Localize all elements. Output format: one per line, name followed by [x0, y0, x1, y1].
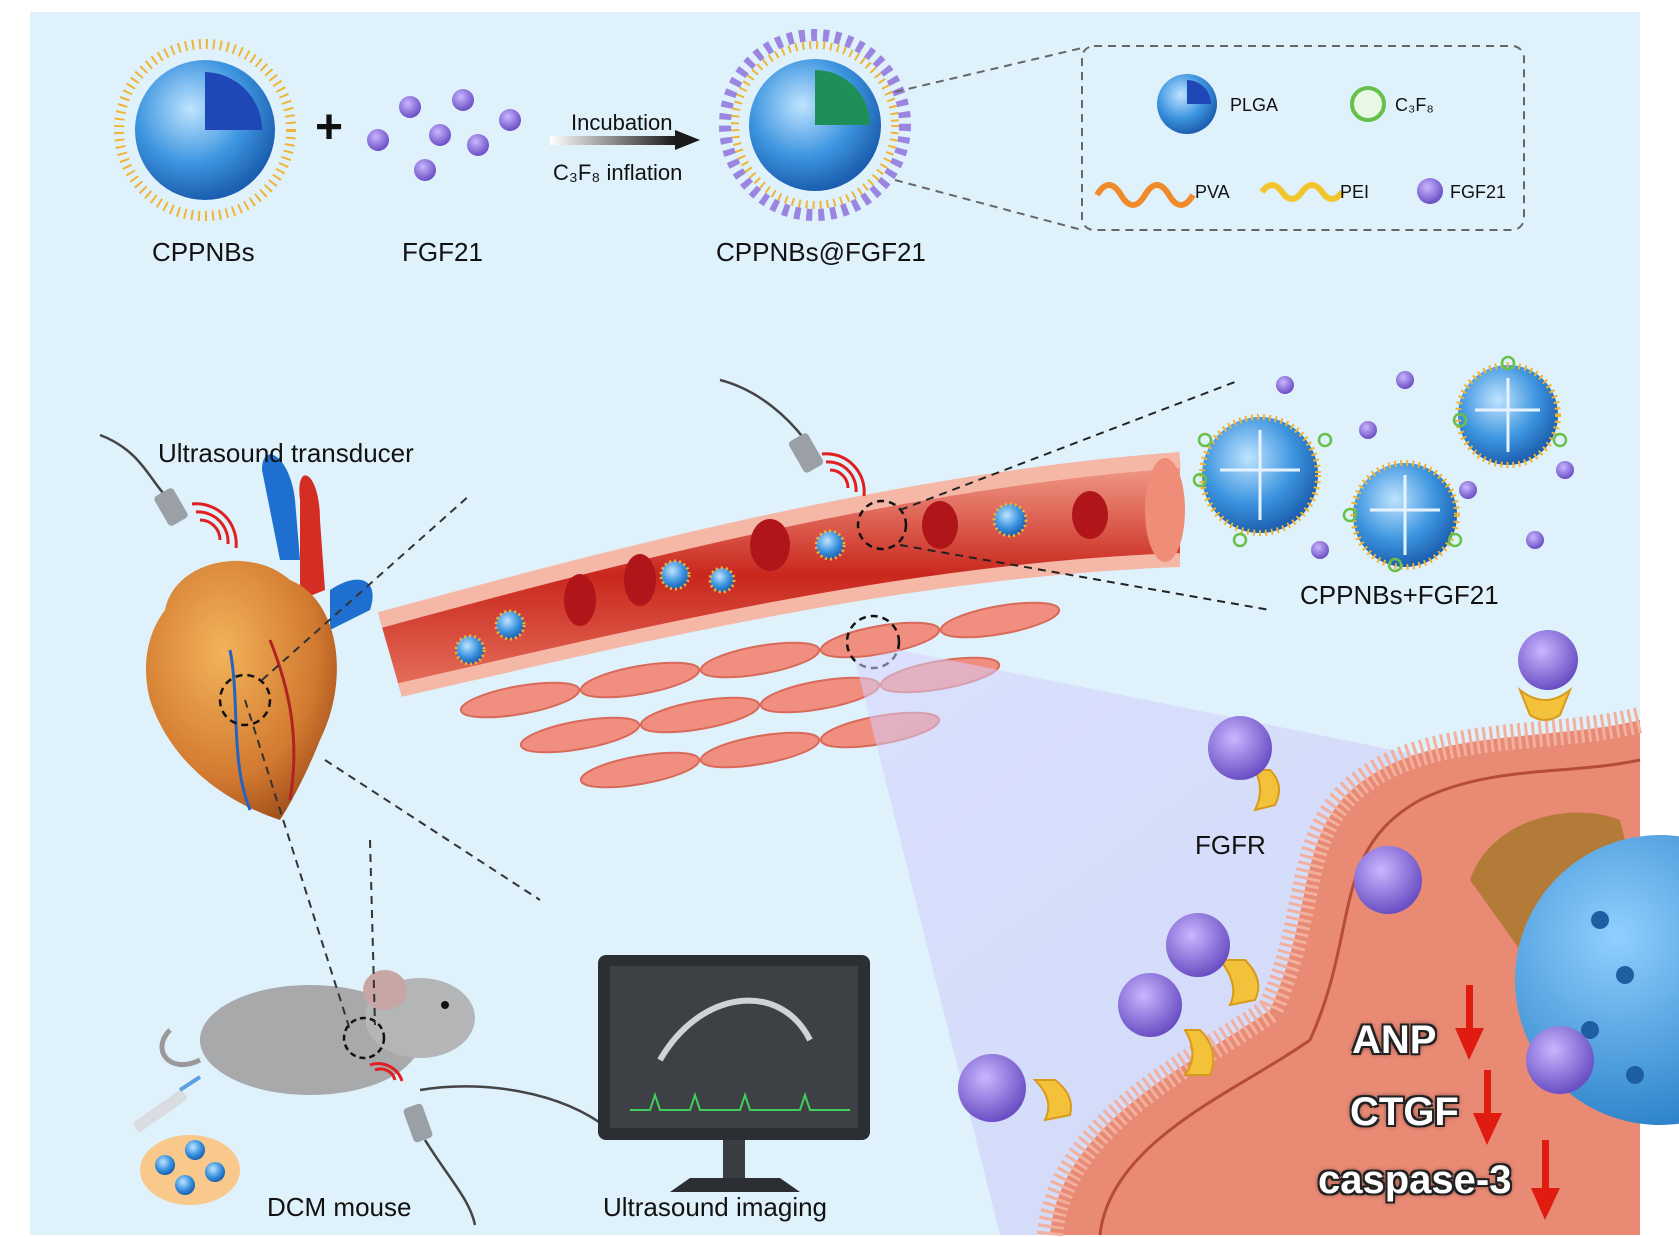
marker-anp: ANP	[1352, 1018, 1437, 1062]
vessel-zoom-circle	[856, 499, 908, 551]
legend-c3f8-icon	[1350, 86, 1386, 122]
legend-c3f8-label: C₃F₈	[1395, 95, 1434, 115]
cppnbs-fgf21-particle	[719, 29, 911, 221]
label-cppnbs: CPPNBs	[152, 237, 255, 267]
cppnbs-particle	[114, 39, 296, 221]
marker-ctgf: CTGF	[1350, 1090, 1459, 1134]
arrow-label-inflation: C₃F₈ inflation	[553, 160, 683, 185]
fgf21-cluster	[367, 89, 521, 181]
nanobubble-dish	[140, 1135, 240, 1205]
mouse-transducer	[403, 1085, 611, 1226]
legend-fgf21-label: FGF21	[1450, 182, 1507, 202]
red-blood-cells	[564, 491, 1108, 626]
reaction-arrow	[550, 130, 700, 150]
released-c3f8-gas	[1192, 355, 1568, 573]
injection-syringe	[133, 1075, 202, 1132]
label-fgf21: FGF21	[402, 237, 483, 267]
legend-pei-label: PEI	[1340, 182, 1370, 202]
label-transducer: Ultrasound transducer	[158, 438, 414, 468]
down-arrow-icons	[1455, 985, 1560, 1220]
marker-caspase-3: caspase-3	[1318, 1158, 1512, 1202]
vessel-nanobubbles	[454, 502, 1028, 666]
heart-illustration	[145, 454, 373, 820]
bound-fgf21	[958, 630, 1594, 1122]
legend-fgf21-icon	[1417, 178, 1443, 204]
legend-plga-label: PLGA	[1230, 95, 1279, 115]
label-cppnbs-fgf21: CPPNBs@FGF21	[716, 237, 926, 267]
released-nanobubbles	[1199, 362, 1561, 570]
legend-pei-icon	[1259, 182, 1345, 202]
plus-sign: +	[315, 101, 344, 154]
label-ultrasound-imaging: Ultrasound imaging	[603, 1192, 828, 1222]
heart-transducer	[99, 433, 238, 549]
label-released: CPPNBs+FGF21	[1300, 580, 1499, 610]
released-fgf21	[1276, 371, 1574, 559]
ultrasound-monitor	[598, 955, 870, 1192]
arrow-label-incubation: Incubation	[571, 110, 673, 135]
legend-pva-label: PVA	[1195, 182, 1230, 202]
legend-plga-icon	[1157, 74, 1217, 134]
fgfr-receptors	[1032, 686, 1573, 1122]
label-dcm-mouse: DCM mouse	[267, 1192, 412, 1222]
vessel-transducer	[719, 378, 866, 497]
dcm-mouse	[159, 970, 475, 1095]
label-fgfr: FGFR	[1195, 830, 1266, 860]
legend-pva-icon	[1094, 182, 1196, 208]
